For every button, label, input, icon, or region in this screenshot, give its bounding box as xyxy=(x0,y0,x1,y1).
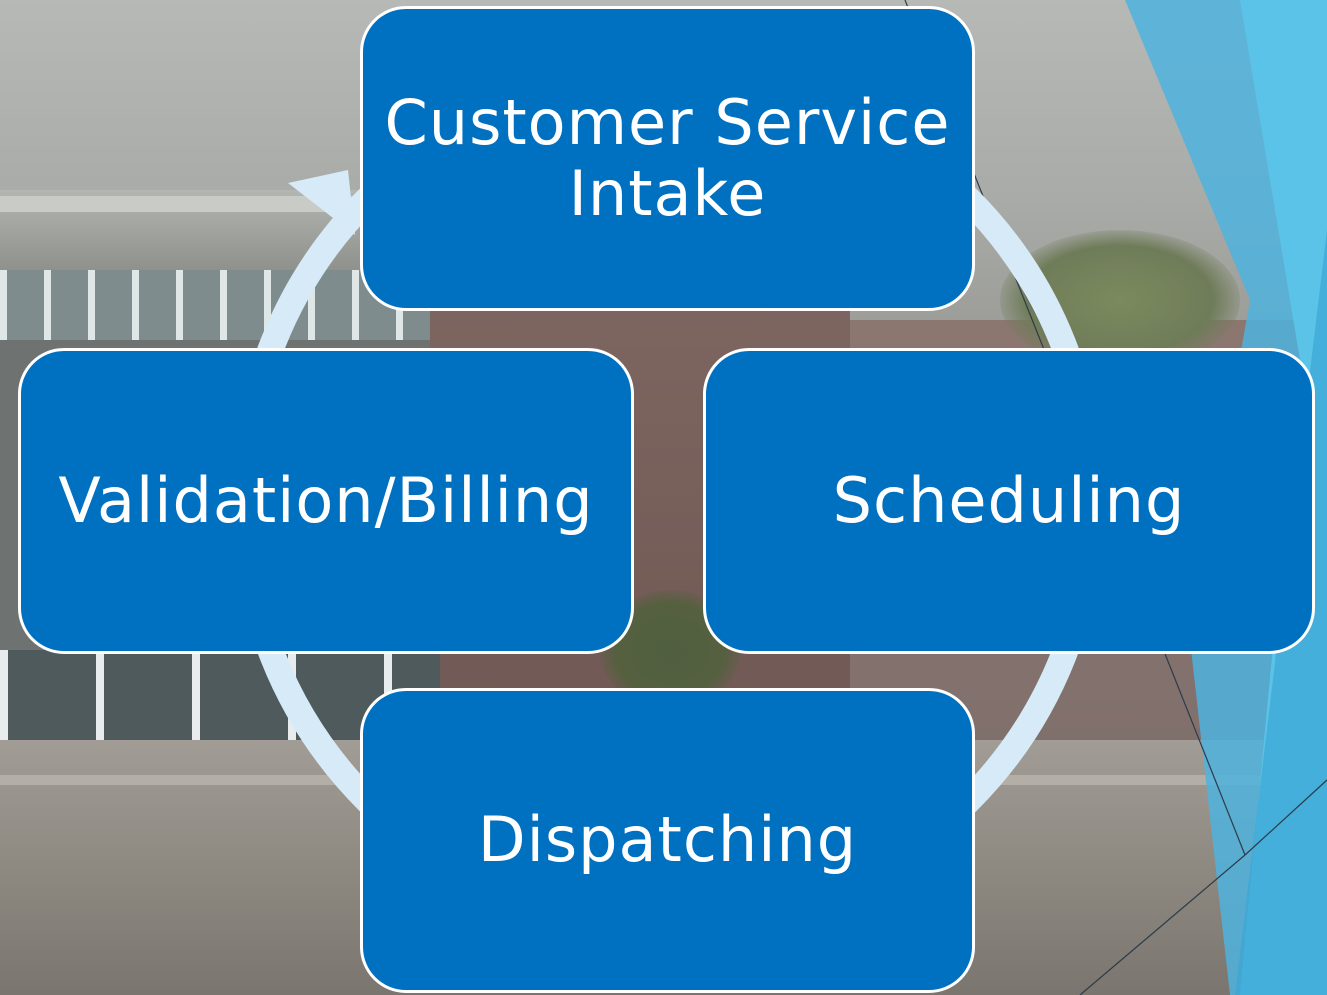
step-dispatching: Dispatching xyxy=(360,688,975,993)
step-scheduling: Scheduling xyxy=(703,348,1315,654)
step-label: Validation/Billing xyxy=(58,463,594,537)
cycle-arrow-head xyxy=(288,170,355,235)
step-label: Customer Service Intake xyxy=(384,86,951,230)
theme-line-right xyxy=(1244,779,1327,856)
step-label: Scheduling xyxy=(832,463,1186,537)
step-label: Dispatching xyxy=(477,803,858,877)
step-validation-billing: Validation/Billing xyxy=(18,348,634,654)
theme-line-lower xyxy=(1079,854,1246,995)
step-customer-service-intake: Customer Service Intake xyxy=(360,6,975,311)
